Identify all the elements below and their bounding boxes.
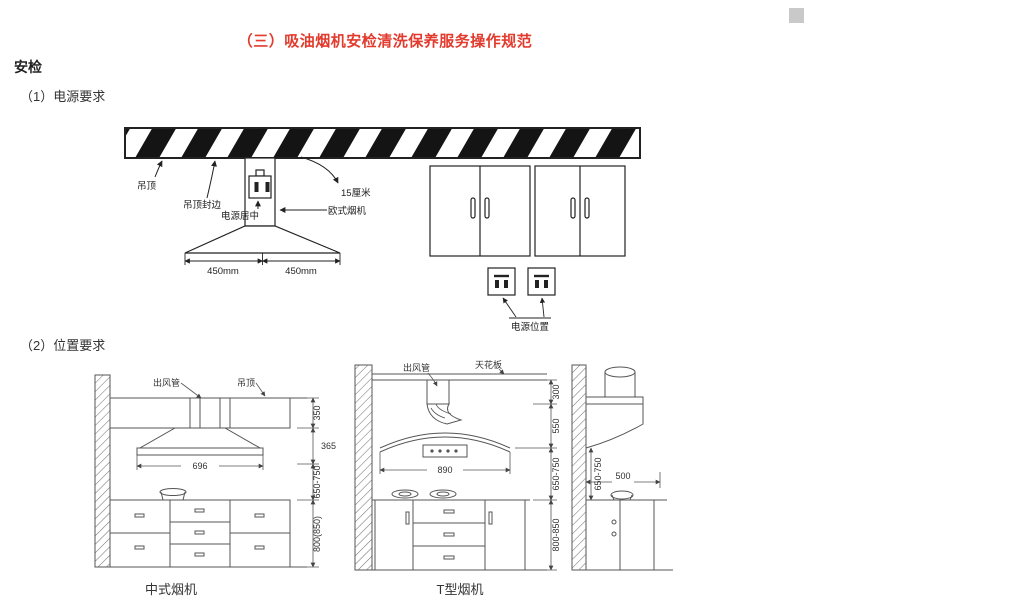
label-duct-left: 出风管 (153, 377, 180, 388)
dim-890: 890 (437, 465, 452, 475)
position-requirement-diagram: 出风管 吊顶 696 350 365 650-750 800(850) 出风管 … (94, 359, 673, 597)
label-power-centered: 电源居中 (221, 210, 259, 222)
hood-width-dimension (184, 253, 341, 265)
power-sockets (487, 267, 556, 319)
item-position-requirement: （2）位置要求 (20, 338, 106, 353)
dim-696: 696 (192, 461, 207, 471)
hazard-ceiling-band (124, 127, 641, 159)
dim-350: 350 (312, 405, 322, 420)
label-ceiling-board: 天花板 (475, 359, 502, 370)
dim-550: 550 (551, 418, 561, 433)
chimney-socket (248, 169, 272, 199)
power-requirement-diagram: 吊顶 吊顶封边 电源居中 15厘米 欧式烟机 450mm 450mm 电源位置 (124, 127, 641, 333)
dim-800-850-left: 800(850) (312, 516, 322, 552)
label-450mm-right: 450mm (285, 266, 317, 277)
label-ceiling-left: 吊顶 (237, 378, 255, 388)
dim-650-750-left: 650-750 (312, 465, 322, 498)
dim-650-750-right: 650-750 (593, 457, 603, 490)
label-euro-hood: 欧式烟机 (328, 205, 367, 217)
wall-cabinets (429, 165, 626, 257)
caption-t-hood: T型烟机 (437, 582, 484, 597)
page-title: （三）吸油烟机安检清洗保养服务操作规范 (237, 33, 533, 50)
chinese-hood-drawing (94, 374, 319, 568)
t-hood-drawing (354, 364, 557, 571)
dim-500: 500 (615, 471, 630, 481)
label-15cm: 15厘米 (341, 187, 371, 199)
leader-arrows (154, 156, 339, 213)
dim-300: 300 (551, 384, 561, 399)
caption-chinese-hood: 中式烟机 (145, 582, 197, 597)
section-heading: 安检 (14, 59, 42, 75)
dim-650-750-middle: 650-750 (551, 457, 561, 490)
scrollbar-top-square[interactable] (789, 8, 804, 23)
label-power-position: 电源位置 (511, 321, 549, 333)
dim-365: 365 (321, 441, 336, 451)
label-ceiling: 吊顶 (137, 181, 157, 192)
label-ceiling-edge: 吊顶封边 (183, 199, 222, 211)
label-duct-middle: 出风管 (403, 362, 430, 373)
side-hood-drawing (571, 364, 673, 571)
label-450mm-left: 450mm (207, 266, 239, 277)
dim-800-850: 800-850 (551, 518, 561, 551)
item-power-requirement: （1）电源要求 (20, 89, 106, 104)
